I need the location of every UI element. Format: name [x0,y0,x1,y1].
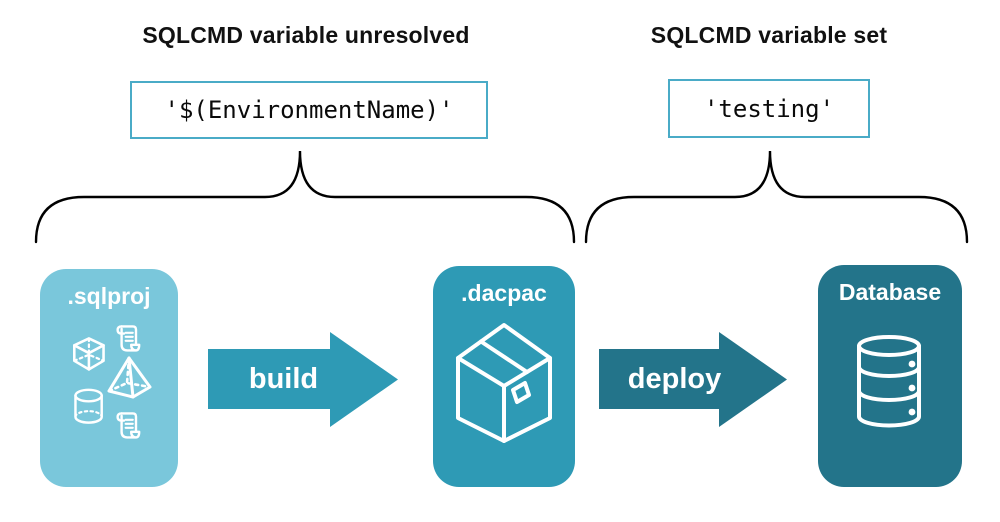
cylinder-icon [74,388,103,424]
build-arrow [208,332,398,427]
pyramid-icon [107,356,152,399]
left-brace [34,150,576,244]
stage-card-dacpac: .dacpac [433,266,575,487]
stage-card-database: Database [818,265,962,487]
heading-variable-set: SQLCMD variable set [650,22,888,48]
deploy-arrow [599,332,787,427]
code-value-unresolved: '$(EnvironmentName)' [164,96,454,124]
build-arrow-label: build [248,363,319,395]
database-icon [857,335,921,428]
stage-label-dacpac: .dacpac [461,280,547,306]
stage-label-database: Database [838,279,942,305]
stage-label-sqlproj: .sqlproj [67,283,151,309]
code-box-environment-variable: '$(EnvironmentName)' [130,81,488,139]
deploy-arrow-label: deploy [627,363,722,395]
code-box-testing-value: 'testing' [668,79,870,138]
code-value-set: 'testing' [703,94,835,123]
right-brace [584,150,969,244]
scroll-icon [116,325,141,352]
package-icon [456,323,552,443]
sql-objects-icon [73,325,152,439]
scroll-icon [116,412,141,439]
cube-icon [73,337,105,371]
stage-card-sqlproj: .sqlproj [40,269,178,487]
heading-variable-unresolved: SQLCMD variable unresolved [142,22,470,48]
